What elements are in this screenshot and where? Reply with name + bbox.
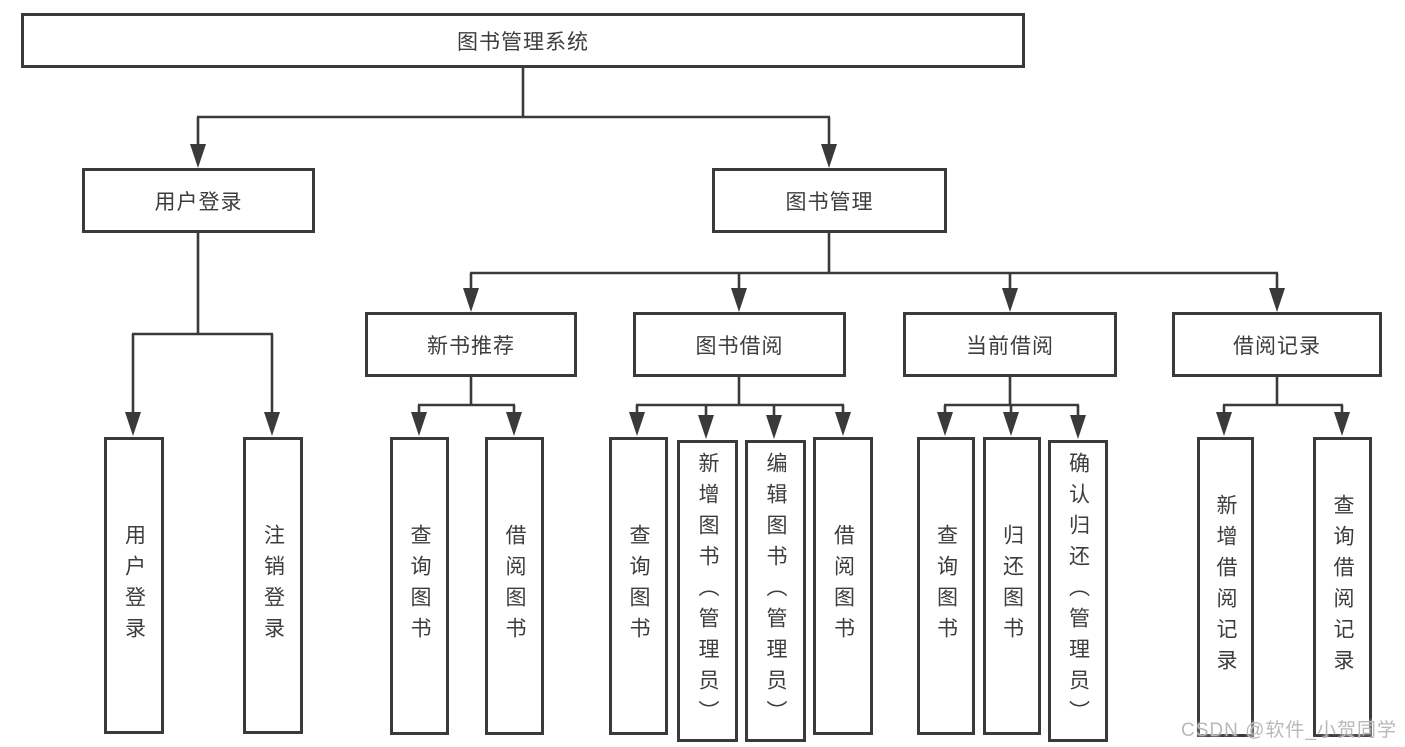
leaf-label: 查询图书: [627, 524, 650, 648]
leaf-label: 借阅图书: [831, 524, 855, 648]
node-user-login: 用户登录: [82, 168, 315, 233]
node-label: 当前借阅: [966, 334, 1054, 358]
leaf-add-books-admin: 新增图书（管理员）: [677, 440, 738, 742]
node-label: 图书管理系统: [457, 30, 589, 54]
connector-new-books-to-leaves: [411, 377, 522, 436]
leaf-label: 注销登录: [261, 523, 285, 648]
leaf-label: 新增借阅记录: [1214, 494, 1237, 680]
leaf-label: 查询借阅记录: [1331, 494, 1354, 680]
node-current-borrowing: 当前借阅: [903, 312, 1117, 377]
leaf-label: 编辑图书（管理员）: [764, 451, 787, 731]
leaf-label: 查询图书: [934, 524, 958, 648]
connector-borrowing-to-leaves: [629, 377, 851, 439]
leaf-label: 借阅图书: [503, 524, 526, 648]
node-label: 图书借阅: [695, 334, 784, 358]
leaf-label: 用户登录: [122, 523, 146, 648]
node-borrowing-records: 借阅记录: [1172, 312, 1382, 377]
connector-current-to-leaves: [937, 377, 1086, 439]
connector-records-to-leaves: [1216, 377, 1350, 436]
leaf-label: 查询图书: [408, 524, 431, 648]
leaf-confirm-return-admin: 确认归还（管理员）: [1048, 440, 1108, 742]
node-label: 图书管理: [785, 190, 874, 214]
leaf-query-books-recommend: 查询图书: [390, 437, 449, 735]
node-book-borrowing: 图书借阅: [633, 312, 846, 377]
node-book-management: 图书管理: [712, 168, 947, 233]
leaf-borrow-books: 借阅图书: [813, 437, 873, 735]
leaf-query-books-current: 查询图书: [917, 437, 975, 735]
leaf-user-login: 用户登录: [104, 437, 164, 734]
leaf-label: 归还图书: [1000, 524, 1024, 648]
leaf-add-borrow-record: 新增借阅记录: [1197, 437, 1254, 737]
leaf-label: 新增图书（管理员）: [696, 451, 719, 731]
leaf-query-borrow-record: 查询借阅记录: [1313, 437, 1372, 737]
node-root-system: 图书管理系统: [21, 13, 1025, 68]
connector-root-to-level2: [190, 68, 837, 168]
node-label: 借阅记录: [1233, 334, 1321, 358]
leaf-query-books-borrowing: 查询图书: [609, 437, 668, 735]
leaf-edit-books-admin: 编辑图书（管理员）: [745, 440, 806, 742]
leaf-borrow-books-recommend: 借阅图书: [485, 437, 544, 735]
leaf-return-books: 归还图书: [983, 437, 1041, 735]
node-label: 用户登录: [154, 190, 243, 214]
node-new-book-recommend: 新书推荐: [365, 312, 577, 377]
leaf-logout: 注销登录: [243, 437, 303, 734]
leaf-label: 确认归还（管理员）: [1066, 451, 1090, 731]
connector-user-login-to-leaves: [125, 233, 280, 436]
node-label: 新书推荐: [427, 334, 515, 358]
connector-book-mgmt-to-level3: [463, 233, 1285, 312]
